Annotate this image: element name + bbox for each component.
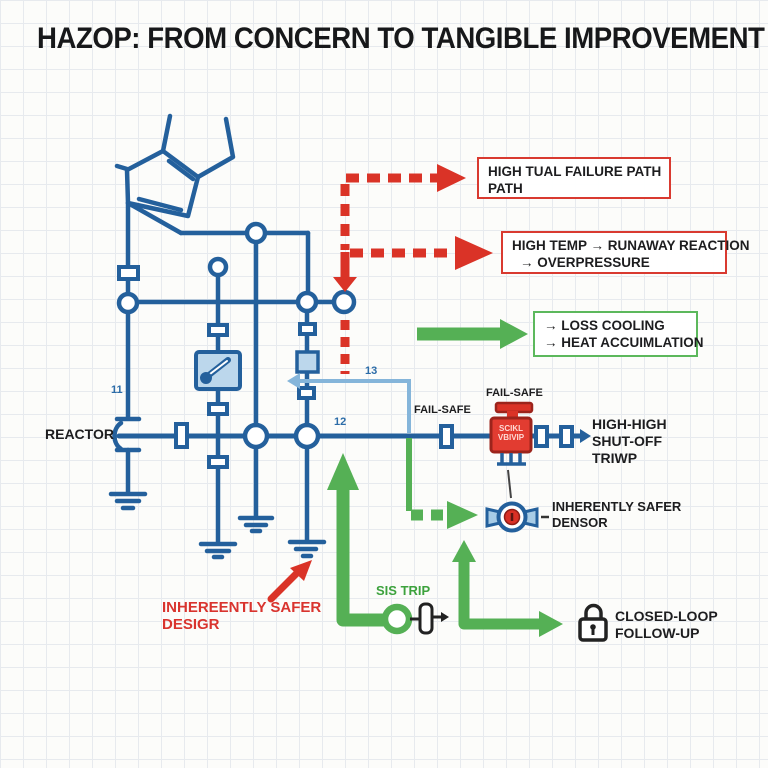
fail-safe-label-left: FAIL-SAFE — [414, 404, 471, 416]
valve-nameplate: SCIKL VBIVIP — [497, 424, 525, 442]
sis-trip-node — [381, 603, 413, 635]
instrument-circle-icon — [485, 501, 549, 533]
callout-loss-cooling: → LOSS COOLING → HEAT ACCUIMLATION — [533, 311, 704, 357]
hazard-arrowhead-2 — [455, 236, 493, 270]
callout-line: → OVERPRESSURE — [520, 255, 650, 270]
callout-line: HIGH TEMP → RUNAWAY REACTION — [512, 238, 750, 253]
hazard-dashed-paths — [340, 173, 453, 374]
valve-symbol-icon — [410, 602, 449, 635]
safeguard-arrows — [327, 319, 563, 637]
ignition-panel — [194, 350, 242, 391]
page-title: HAZOP: FROM CONCERN TO TANGIBLE IMPROVEM… — [37, 22, 765, 55]
line-13-path — [299, 379, 411, 433]
sis-trip-label: SIS TRIP — [376, 583, 431, 598]
high-high-trip-label: HIGH-HIGH SHUT-OFF TRIWP — [592, 416, 667, 466]
safer-design-label: INHEREENTLY SAFER DESIGR — [162, 599, 322, 633]
callout-line: HIGH TUAL FAILURE PATH — [488, 164, 662, 179]
line-13-arrow-icon — [287, 373, 300, 389]
line-11-label: 11 — [111, 384, 123, 396]
junction-nodes — [116, 221, 357, 450]
red-valve-icon — [489, 401, 534, 466]
match-icon — [200, 357, 231, 384]
line-12-label: 12 — [334, 416, 347, 428]
small-blue-panel — [295, 350, 320, 374]
hazard-arrowhead-down — [333, 277, 357, 292]
pipe-outlet-arrow-icon — [580, 429, 591, 443]
line-13-label: 13 — [365, 365, 378, 377]
callout-line: → LOSS COOLING — [544, 318, 665, 333]
callout-failure-path: HIGH TUAL FAILURE PATH PATH — [477, 157, 671, 199]
piping-network — [108, 200, 584, 560]
reactor-label: REACTOR — [45, 426, 114, 442]
callout-high-temp: HIGH TEMP → RUNAWAY REACTION → OVERPRESS… — [501, 231, 750, 274]
callout-line: → HEAT ACCUIMLATION — [544, 335, 704, 350]
closed-loop-label: CLOSED-LOOP FOLLOW-UP — [615, 608, 718, 641]
design-note-arrow — [267, 560, 312, 603]
safer-sensor-label: INHERENTLY SAFER DENSOR — [552, 499, 682, 530]
molecule-doodle — [114, 113, 236, 219]
callout-line: PATH — [488, 181, 523, 196]
fail-safe-label-valve: FAIL-SAFE — [486, 387, 543, 399]
pipe-fittings — [117, 265, 574, 469]
hazard-arrowhead-1 — [437, 164, 466, 192]
valve-sensor-link — [507, 469, 512, 499]
padlock-icon — [578, 603, 608, 642]
